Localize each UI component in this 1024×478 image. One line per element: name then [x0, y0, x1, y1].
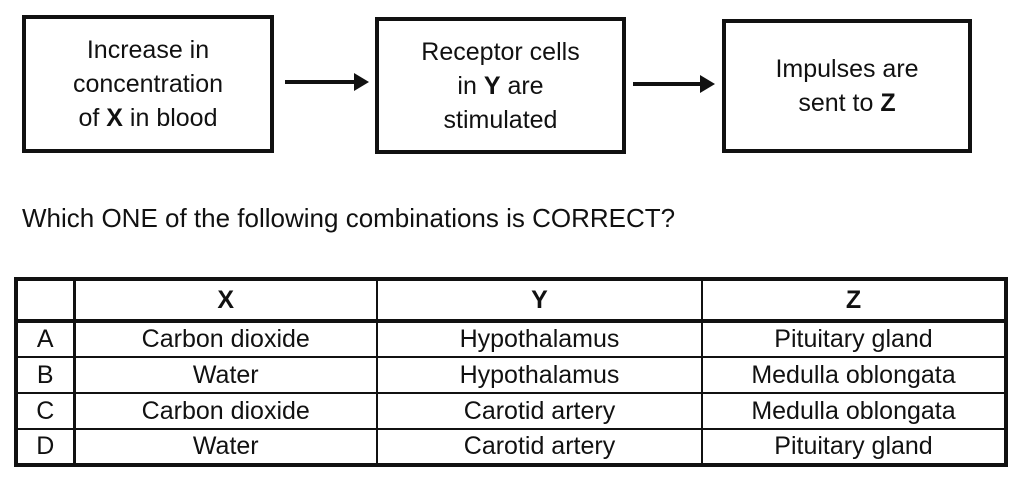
flow-text-line: of — [78, 104, 107, 132]
flow-box-stimulus-text: Increase in concentration of X in blood — [73, 33, 223, 135]
table-row-option-d: D Water Carotid artery Pituitary gland — [15, 428, 1007, 466]
option-d-x: Water — [73, 428, 378, 466]
flow-text-line: in — [457, 71, 484, 100]
option-a-x: Carbon dioxide — [73, 320, 378, 358]
flow-box-receptor: Receptor cells in Y are stimulated — [375, 17, 626, 154]
header-blank-cell — [15, 278, 76, 323]
flow-box-receptor-text: Receptor cells in Y are stimulated — [421, 35, 579, 137]
table-row-option-a: A Carbon dioxide Hypothalamus Pituitary … — [15, 320, 1007, 358]
flow-box-impulses: Impulses are sent to Z — [722, 19, 972, 153]
flow-box-stimulus: Increase in concentration of X in blood — [22, 15, 274, 153]
arrow-shaft — [285, 80, 356, 84]
right-arrow-icon — [633, 74, 715, 94]
arrow-head — [354, 73, 369, 91]
flow-text-line: Increase in — [86, 36, 210, 64]
variable-y-label: Y — [483, 71, 501, 100]
option-a-y: Hypothalamus — [376, 320, 703, 358]
option-letter: A — [15, 320, 76, 358]
variable-z-label: Z — [880, 89, 896, 117]
variable-x-label: X — [106, 104, 123, 132]
flow-text-line: stimulated — [443, 105, 558, 134]
flowchart: Increase in concentration of X in blood … — [0, 0, 1024, 170]
question-text: Which ONE of the following combinations … — [22, 203, 676, 233]
option-b-z: Medulla oblongata — [701, 356, 1007, 394]
option-a-z: Pituitary gland — [701, 320, 1007, 358]
option-d-z: Pituitary gland — [701, 428, 1007, 466]
flow-text-line: are — [500, 71, 544, 100]
option-letter: B — [15, 356, 76, 394]
table-row-option-b: B Water Hypothalamus Medulla oblongata — [15, 356, 1007, 394]
header-z: Z — [701, 278, 1007, 323]
header-x: X — [73, 278, 378, 323]
options-table: X Y Z A Carbon dioxide Hypothalamus Pitu… — [14, 277, 1008, 467]
option-b-x: Water — [73, 356, 378, 394]
flow-text-line: sent to — [798, 89, 881, 117]
table-row-option-c: C Carbon dioxide Carotid artery Medulla … — [15, 392, 1007, 430]
option-d-y: Carotid artery — [376, 428, 703, 466]
arrow-shaft — [633, 82, 702, 86]
flow-text-line: Receptor cells — [421, 37, 580, 66]
flow-text-line: concentration — [72, 70, 224, 98]
flow-text-line: Impulses are — [775, 55, 919, 83]
option-letter: D — [15, 428, 76, 466]
option-b-y: Hypothalamus — [376, 356, 703, 394]
arrow-head — [700, 75, 715, 93]
right-arrow-icon — [285, 72, 369, 92]
option-letter: C — [15, 392, 76, 430]
flow-text-line: in blood — [122, 104, 218, 132]
header-y: Y — [376, 278, 703, 323]
option-c-x: Carbon dioxide — [73, 392, 378, 430]
table-header-row: X Y Z — [15, 278, 1007, 323]
option-c-y: Carotid artery — [376, 392, 703, 430]
option-c-z: Medulla oblongata — [701, 392, 1007, 430]
flow-box-impulses-text: Impulses are sent to Z — [775, 52, 918, 120]
